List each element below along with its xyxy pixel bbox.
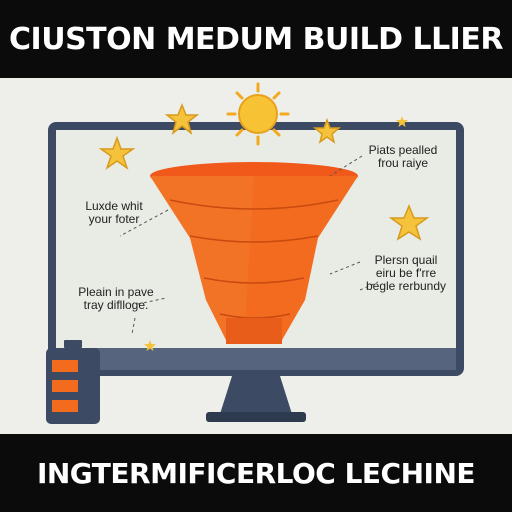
funnel-band-2 [189,235,319,243]
callout-line: frou raiye [377,156,429,170]
callout-line: Piats pealled [368,143,438,157]
star-icon [388,204,430,241]
funnel-band-3 [203,277,305,284]
callout-line: eiru be f'rre [375,266,437,280]
callout-line: Plersn quail [374,253,438,267]
star-icon [98,135,136,170]
star-icon [396,116,408,127]
funnel-highlight [150,176,254,340]
callout-line: begle rerbundy [365,279,447,293]
monitor-base [206,412,306,422]
callout-lines [119,155,379,335]
sun-icon [226,82,290,146]
star-icon [164,102,200,135]
callout-line: your foter [88,212,140,226]
page-title: CIUSTON MEDUM BUILD LLIER [9,21,503,57]
funnel-icon [150,162,358,344]
monitor-bezel [56,348,456,370]
star-icon [144,340,156,351]
callout-top-right: Piats pealled frou raiye [350,144,456,170]
callout-line: Luxde whit [85,199,143,213]
illustration-svg [46,82,464,424]
funnel-spout [226,318,282,344]
footer-title: INGTERMIFICERLOC LECHINE [36,456,476,490]
monitor-neck [220,376,292,414]
battery-icon [46,340,100,424]
callout-right-lower: Plersn quail eiru be f'rre begle rerbund… [356,254,456,293]
callout-left-upper: Luxde whit your foter [62,200,166,226]
callout-line: Pleain in pave [78,285,154,299]
callout-left-lower: Pleain in pave tray diflloge. [58,286,174,312]
callout-line: tray diflloge. [83,298,149,312]
footer-band: INGTERMIFICERLOC LECHINE [0,434,512,512]
star-icon [312,117,342,144]
funnel-band-4 [219,313,291,319]
illustration-area: Piats pealled frou raiye Luxde whit your… [0,78,512,434]
funnel-band-1 [169,199,339,210]
header-band: CIUSTON MEDUM BUILD LLIER [0,0,512,78]
